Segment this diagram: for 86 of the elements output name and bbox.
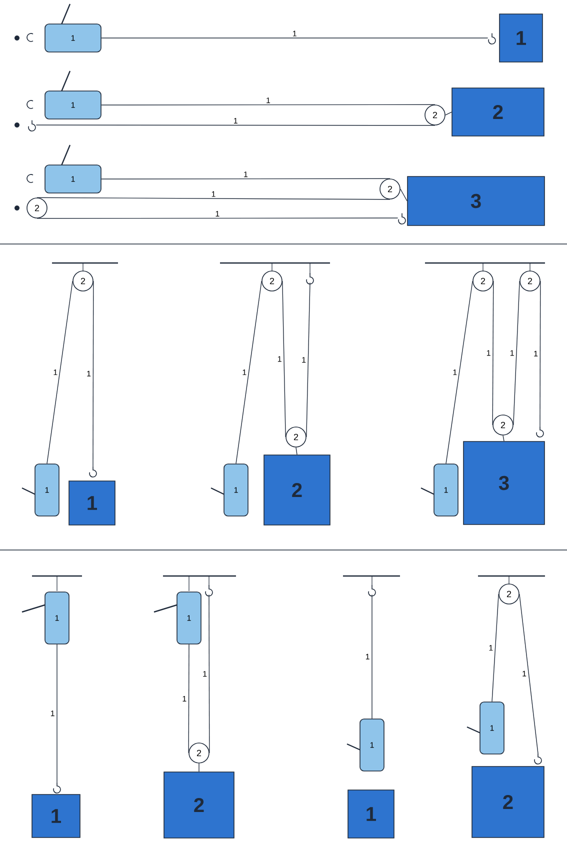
- hook: [536, 426, 544, 438]
- pulley: 2: [520, 270, 540, 292]
- pulley: 2: [262, 270, 282, 292]
- hoist: 1: [176, 592, 202, 644]
- hook: [368, 584, 376, 596]
- edge-label: 1: [242, 369, 248, 376]
- rope: [92, 280, 94, 467]
- edge-label: 1: [533, 350, 538, 357]
- edge-label: 1: [232, 118, 238, 124]
- rope: [519, 594, 538, 754]
- edge-label: 1: [292, 30, 298, 37]
- rope: [492, 280, 494, 426]
- edge-label: 1: [452, 369, 458, 376]
- edge-label: 1: [242, 171, 248, 178]
- edge-label: 1: [182, 695, 188, 702]
- hoist: 1: [480, 702, 504, 754]
- pulley: 2: [26, 198, 48, 218]
- load-block: 1: [32, 794, 80, 838]
- rope: [502, 435, 504, 442]
- hoist: 1: [224, 464, 248, 516]
- edge-label: 1: [50, 710, 56, 717]
- edge-label: 1: [52, 369, 58, 376]
- load-block: 1: [348, 790, 394, 838]
- hoist: 1: [434, 464, 458, 516]
- rope: [446, 280, 473, 464]
- rope: [188, 644, 190, 754]
- hook: [398, 212, 406, 224]
- hoist: 1: [34, 464, 60, 516]
- pulley: 2: [188, 742, 210, 764]
- rope: [101, 178, 390, 180]
- hook: [89, 466, 97, 478]
- pulley: 2: [498, 584, 520, 604]
- rope: [198, 763, 200, 772]
- rope: [282, 280, 286, 438]
- edge-label: 1: [210, 190, 216, 198]
- load-block: 2: [472, 766, 544, 838]
- edge-label: 1: [265, 97, 271, 104]
- rope: [36, 124, 436, 126]
- hook: [488, 32, 496, 44]
- rope: [540, 280, 541, 427]
- rope: [445, 112, 452, 116]
- hook: [534, 752, 542, 764]
- load-block: 3: [407, 176, 545, 226]
- edge-label: 1: [214, 210, 220, 217]
- edge-label: 1: [486, 350, 492, 356]
- rope: [306, 282, 310, 438]
- hoist: 1: [44, 90, 102, 120]
- pulley: 2: [492, 414, 514, 436]
- rope: [101, 104, 436, 106]
- edge-label: 1: [488, 644, 494, 652]
- load-block: 3: [463, 441, 545, 525]
- edge-label: 1: [86, 370, 92, 377]
- load-block: 2: [164, 772, 234, 838]
- hook: [28, 120, 36, 132]
- pulley: 2: [72, 270, 94, 292]
- load-block: 2: [264, 454, 330, 526]
- rope: [36, 197, 390, 200]
- hook: [205, 584, 213, 596]
- hoist: 1: [360, 718, 384, 772]
- hook: [306, 272, 314, 284]
- edge-label: 1: [522, 670, 527, 677]
- rope: [513, 280, 520, 426]
- rope: [46, 280, 73, 464]
- rope: [208, 594, 210, 754]
- edge-label: 1: [202, 670, 208, 678]
- pulley: 2: [380, 178, 400, 200]
- hoist: 1: [44, 592, 70, 644]
- load-block: 2: [452, 88, 544, 136]
- hook: [53, 782, 61, 794]
- edge-label: 1: [364, 653, 370, 660]
- edge-label: 1: [509, 350, 515, 356]
- edge-label: 1: [276, 356, 282, 362]
- load-block: 1: [68, 480, 116, 526]
- edge-label: 1: [301, 356, 306, 364]
- hoist: 1: [44, 164, 102, 194]
- rope: [236, 280, 262, 464]
- rope: [400, 188, 408, 202]
- rope: [36, 218, 398, 219]
- pulley: 2: [472, 270, 494, 292]
- rope: [296, 447, 298, 455]
- rope: [56, 644, 58, 783]
- pulley: 2: [286, 426, 306, 448]
- rope: [492, 594, 499, 702]
- load-block: 1: [499, 14, 543, 62]
- hoist: 1: [44, 24, 102, 52]
- pulley: 2: [424, 104, 446, 126]
